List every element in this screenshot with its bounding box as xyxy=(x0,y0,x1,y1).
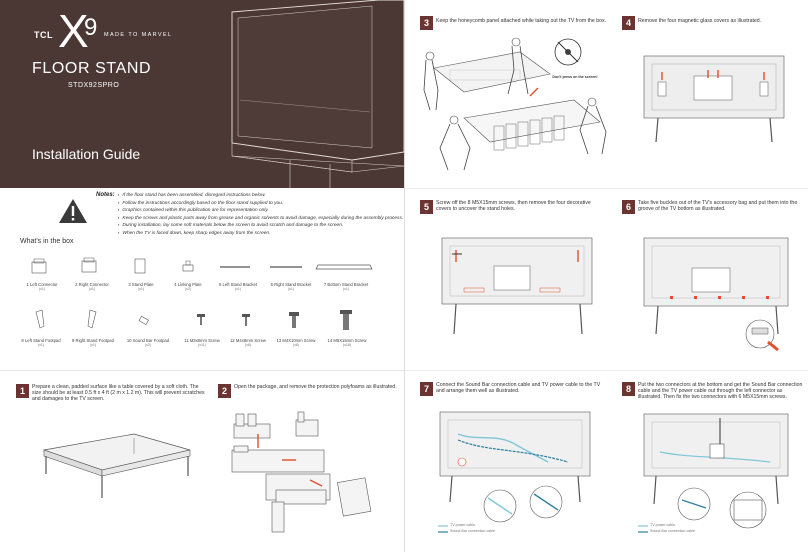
step-3-text: Keep the honeycomb panel attached while … xyxy=(436,18,607,24)
note-line: Follow the instructions accordingly base… xyxy=(118,200,403,208)
part-left-stand-footpad: 8 Left Stand Footpad(x1) xyxy=(21,338,61,347)
notes-list: If the floor stand has been assembled, d… xyxy=(118,192,403,238)
note-line: When the TV is faced down, keep sharp ed… xyxy=(118,230,403,238)
part-sound-bar-footpad: 10 Sound Bar Footpad(x2) xyxy=(126,338,170,347)
part-left-connector: 1 Left Connector(x1) xyxy=(26,282,58,291)
parts-row1-drawings xyxy=(31,257,373,274)
step-8-badge: 8 xyxy=(622,382,635,396)
step-7-badge: 7 xyxy=(420,382,433,396)
part-right-connector: 2 Right Connector(x1) xyxy=(75,282,109,291)
center-divider xyxy=(404,0,405,552)
warning-icon xyxy=(59,199,87,223)
step-1-text: Prepare a clean, padded surface like a t… xyxy=(32,384,205,403)
part-stand-plate: 3 Stand Plate(x1) xyxy=(128,282,154,291)
step-7-text: Connect the Sound Bar connection cable a… xyxy=(436,382,601,395)
step-3-badge: 3 xyxy=(420,16,433,30)
tv-on-stand-illustration xyxy=(231,0,404,188)
step-4-remove-glass-covers xyxy=(643,55,785,143)
part-bottom-stand-bracket: 7 Bottom Stand Bracket(x1) xyxy=(323,282,369,291)
step-8-text: Put the two connectors at the bottom and… xyxy=(638,382,803,401)
legend-7-soundbar: Sound Bar connection cable xyxy=(450,529,495,533)
step-6-text: Take five buckles out of the TV's access… xyxy=(638,200,798,213)
product-title: FLOOR STAND xyxy=(32,60,152,77)
step-7-connect-cables xyxy=(439,411,591,523)
box-contents-panel: Notes: If the floor stand has been assem… xyxy=(0,188,404,370)
right-middle-divider xyxy=(405,188,808,189)
note-line: Keep the screws and plastic parts away f… xyxy=(118,215,403,223)
part-right-stand-footpad: 9 Right Stand Footpad(x1) xyxy=(72,338,114,347)
legend-8-soundbar: Sound Bar connection cable xyxy=(650,529,695,533)
step-6-badge: 6 xyxy=(622,200,635,214)
note-line: If the floor stand has been assembled, d… xyxy=(118,192,403,200)
note-line: Graphics contained within this publicati… xyxy=(118,207,403,215)
part-left-stand-bracket: 5 Left Stand Bracket(x1) xyxy=(219,282,257,291)
notes-heading: Notes: xyxy=(96,192,115,198)
step-8-fix-connectors xyxy=(643,413,789,529)
step-4-text: Remove the four magnetic glass covers as… xyxy=(638,18,762,24)
parts-row2-drawings xyxy=(35,309,352,330)
brand-logo: TCL xyxy=(34,30,53,40)
guide-title: Installation Guide xyxy=(32,146,141,162)
part-right-stand-bracket: 6 Right Stand Bracket(x1) xyxy=(270,282,312,291)
tagline: MADE TO MARVEL xyxy=(104,32,173,38)
part-m3x8-screw: 11 M3x8mm Screw(x11) xyxy=(184,338,220,347)
model-mark: X xyxy=(58,5,89,57)
part-m4x10-screw: 13 M4X10mm Screw(x8) xyxy=(276,338,316,347)
product-code: STDX92SPRO xyxy=(68,82,120,89)
step-2-badge: 2 xyxy=(218,384,231,398)
right-lower-divider xyxy=(405,370,808,371)
step-2-remove-polyfoam xyxy=(231,411,372,533)
step-4-badge: 4 xyxy=(622,16,635,30)
step-1-badge: 1 xyxy=(16,384,29,398)
part-m5x15-screw: 14 M5X15mm Screw(x18) xyxy=(327,338,367,347)
step-5-remove-screws xyxy=(441,237,593,335)
step-3-lift-tv xyxy=(423,37,607,171)
step-5-badge: 5 xyxy=(420,200,433,214)
step-1-padded-table xyxy=(42,433,191,498)
legend-8-power: TV power cable xyxy=(650,523,675,527)
step-2-text: Open the package, and remove the protect… xyxy=(234,384,397,390)
legend-7-swatches xyxy=(438,525,448,533)
box-heading: What's in the box xyxy=(20,238,74,245)
legend-8-swatches xyxy=(638,525,648,533)
part-m4x8-screw: 12 M4x8mm Screw(x6) xyxy=(230,338,266,347)
note-line: During installation, lay some soft mater… xyxy=(118,222,403,230)
part-linking-plate: 4 Linking Plate(x2) xyxy=(174,282,202,291)
step-5-text: Screw off the 8 M5X15mm screws, then rem… xyxy=(436,200,591,213)
dont-press-callout: Don't press on the screen! xyxy=(552,75,598,79)
step-6-insert-buckles xyxy=(643,237,789,352)
left-lower-divider xyxy=(0,370,404,371)
cover-panel: TCL X 9 MADE TO MARVEL FLOOR STAND STDX9… xyxy=(0,0,404,188)
model-number: 9 xyxy=(84,14,98,41)
legend-7-power: TV power cable xyxy=(450,523,475,527)
